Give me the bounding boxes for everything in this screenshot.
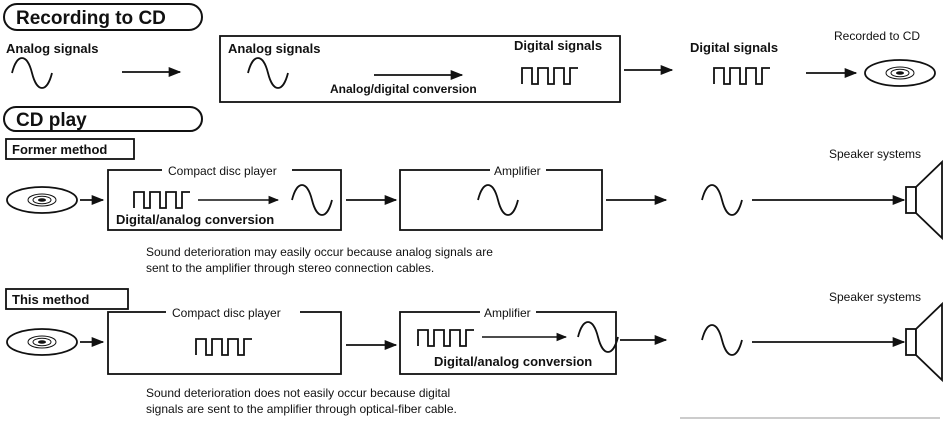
play-heading-frame [3,106,203,132]
analog-wave-icon [701,184,743,216]
speaker-icon [905,303,943,381]
this-method-badge [5,288,129,310]
digital-signals-label: Digital signals [690,40,778,55]
former-amplifier-box [399,169,603,231]
this-player-title: Compact disc player [172,306,281,320]
title-gap [490,163,546,177]
former-speaker-label: Speaker systems [829,147,921,161]
recording-heading: Recording to CD [16,8,166,29]
box-analog-signals-label: Analog signals [228,41,320,56]
box-digital-signals-label: Digital signals [514,38,602,53]
this-note-line1: Sound deterioration does not easily occu… [146,386,450,400]
former-method-section: Former method Speaker systems Compact di… [5,138,943,275]
recording-heading-frame [3,3,203,31]
this-speaker-label: Speaker systems [829,290,921,304]
analog-wave-icon [11,57,53,89]
cd-disc-icon [864,59,936,87]
this-da-conversion: Digital/analog conversion [434,354,592,369]
former-note-line2: sent to the amplifier through stereo con… [146,261,434,275]
former-method-badge [5,138,135,160]
this-amplifier-box [399,311,617,375]
analog-signals-label: Analog signals [6,41,98,56]
cd-disc-icon [6,328,78,356]
analog-wave-icon [701,324,743,356]
this-method-section: This method Speaker systems Compact disc… [5,288,943,416]
former-note-line1: Sound deterioration may easily occur bec… [146,245,493,259]
former-da-conversion: Digital/analog conversion [116,212,274,227]
cd-disc-icon [6,186,78,214]
former-method-label: Former method [12,142,107,157]
play-heading: CD play [16,110,87,131]
former-player-title: Compact disc player [168,164,277,178]
recorded-to-cd-label: Recorded to CD [834,29,920,43]
this-method-label: This method [12,292,89,307]
former-amplifier-title: Amplifier [494,164,541,178]
this-amplifier-title: Amplifier [484,306,531,320]
this-player-box [107,311,342,375]
recording-section: Recording to CD Analog signals Analog si… [3,3,936,103]
title-gap [162,163,292,177]
title-gap [480,305,536,319]
speaker-icon [905,161,943,239]
digital-wave-icon [713,67,771,85]
title-gap [166,305,300,319]
ad-conversion-label: Analog/digital conversion [330,82,477,96]
this-note-line2: signals are sent to the amplifier throug… [146,402,457,416]
